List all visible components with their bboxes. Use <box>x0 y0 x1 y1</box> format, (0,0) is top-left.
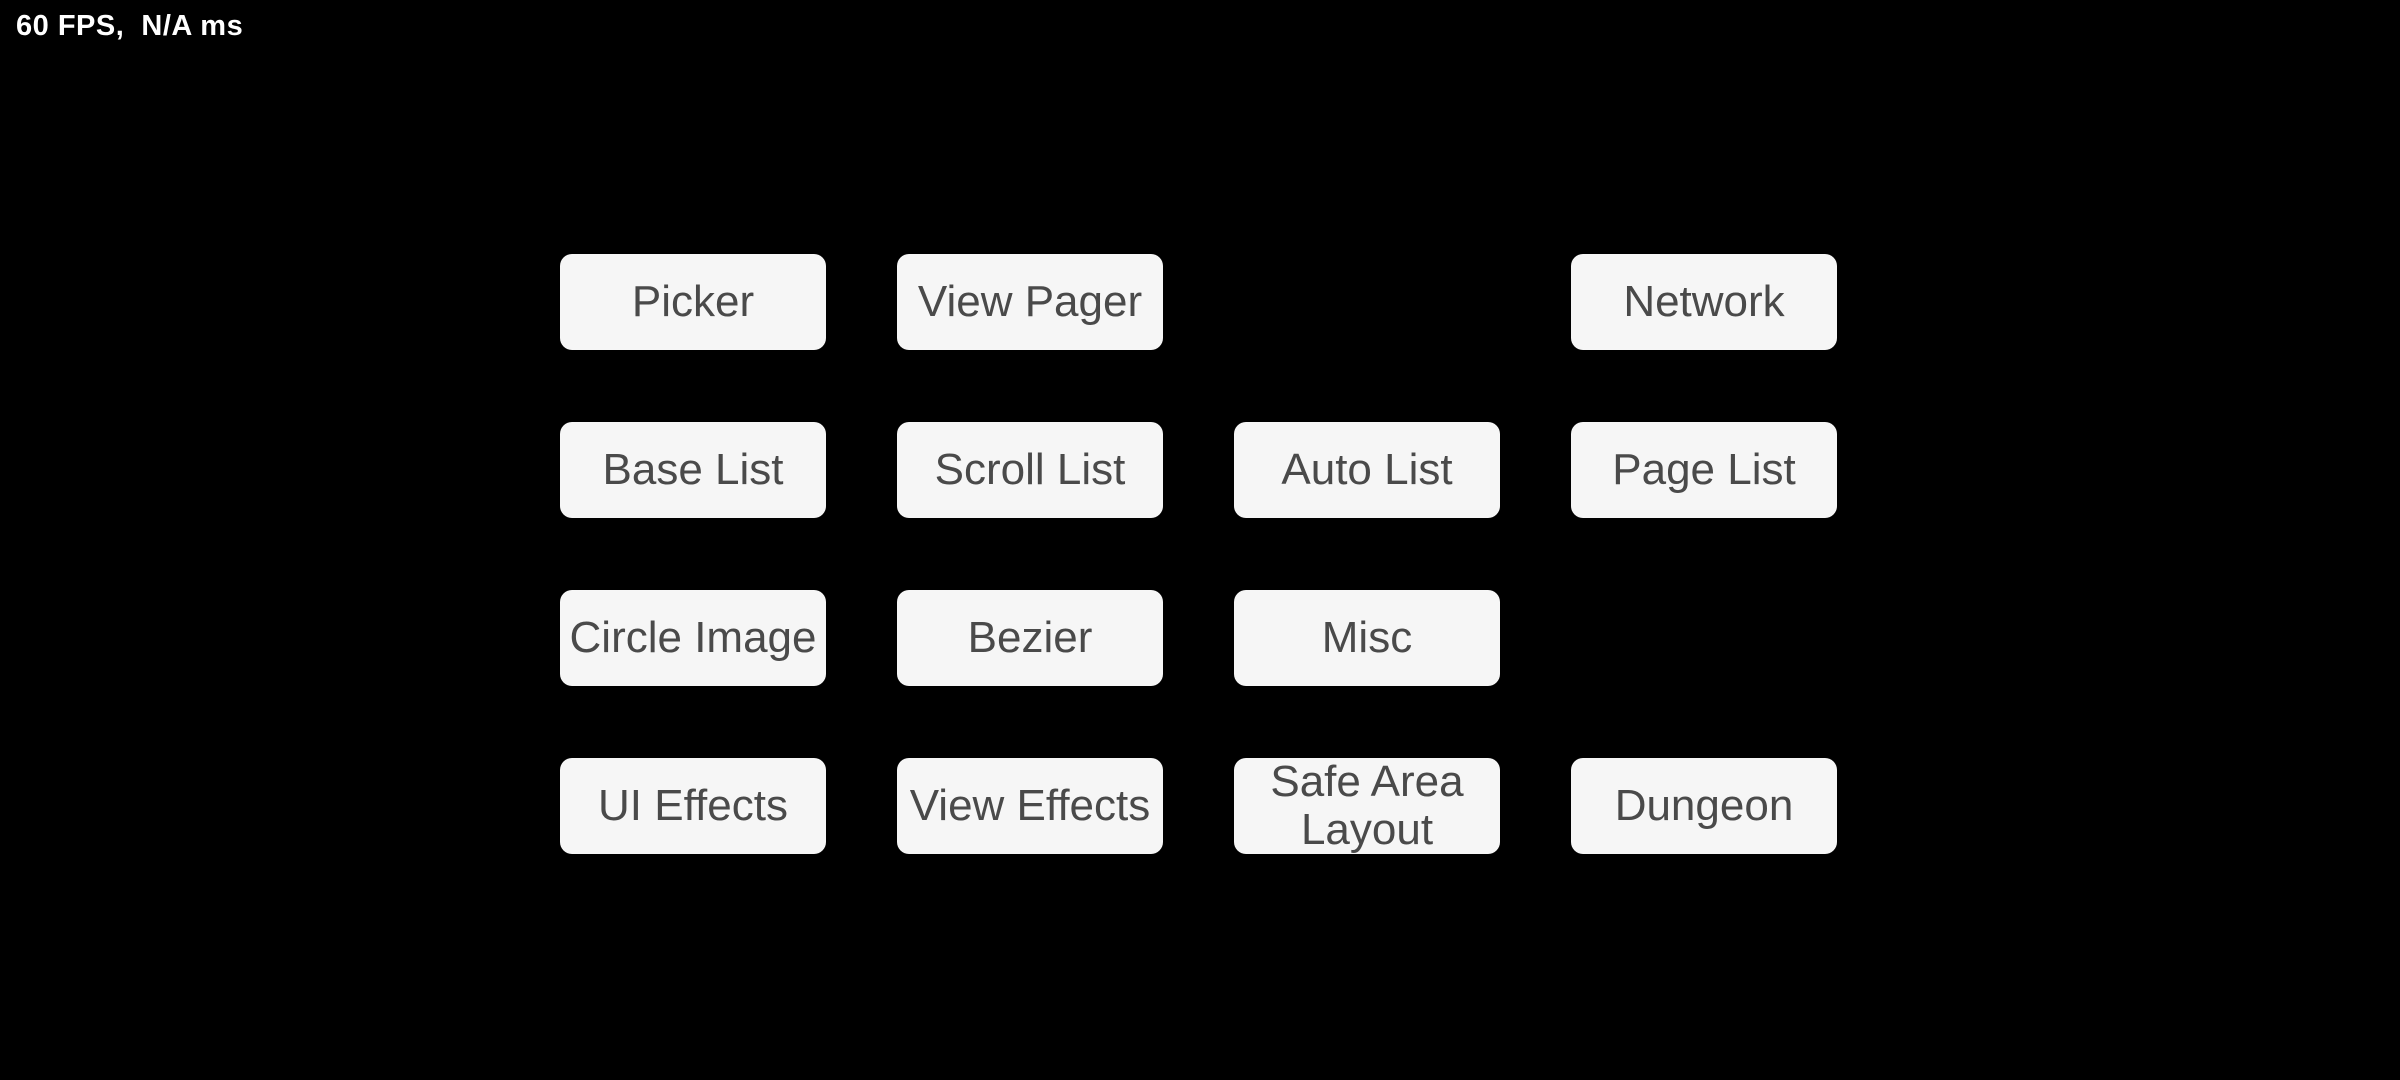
menu-button-view-effects[interactable]: View Effects <box>897 758 1163 854</box>
menu-button-picker[interactable]: Picker <box>560 254 826 350</box>
menu-button-dungeon[interactable]: Dungeon <box>1571 758 1837 854</box>
menu-button-safe-area-layout[interactable]: Safe Area Layout <box>1234 758 1500 854</box>
menu-button-ui-effects[interactable]: UI Effects <box>560 758 826 854</box>
menu-grid: Picker View Pager Network Base List Scro… <box>560 254 1837 854</box>
menu-button-auto-list[interactable]: Auto List <box>1234 422 1500 518</box>
menu-button-misc[interactable]: Misc <box>1234 590 1500 686</box>
fps-counter: 60 FPS, N/A ms <box>16 10 244 42</box>
menu-button-page-list[interactable]: Page List <box>1571 422 1837 518</box>
menu-button-view-pager[interactable]: View Pager <box>897 254 1163 350</box>
menu-button-network[interactable]: Network <box>1571 254 1837 350</box>
menu-button-bezier[interactable]: Bezier <box>897 590 1163 686</box>
menu-button-base-list[interactable]: Base List <box>560 422 826 518</box>
menu-button-scroll-list[interactable]: Scroll List <box>897 422 1163 518</box>
menu-button-circle-image[interactable]: Circle Image <box>560 590 826 686</box>
